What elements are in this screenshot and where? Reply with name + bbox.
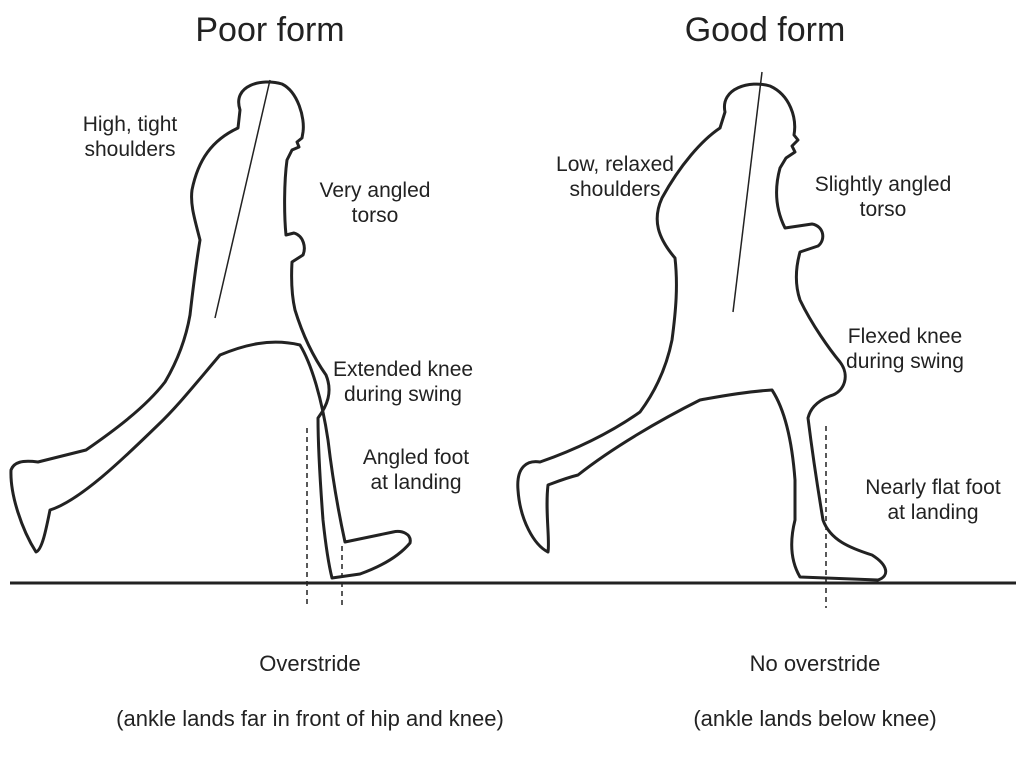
good-form-stride-caption: No overstride (ankle lands below knee) [620, 622, 1010, 760]
good-form-foot-label: Nearly flat foot at landing [840, 475, 1026, 525]
poor-form-torso-label: Very angled torso [290, 178, 460, 228]
good-form-shoulders-label: Low, relaxed shoulders [530, 152, 700, 202]
poor-form-stride-title: Overstride [40, 650, 580, 678]
poor-form-stride-caption: Overstride (ankle lands far in front of … [40, 622, 580, 760]
good-form-title: Good form [665, 10, 865, 51]
poor-form-title: Poor form [170, 10, 370, 51]
good-form-torso-axis [733, 72, 762, 312]
poor-form-torso-axis [215, 80, 270, 318]
good-form-torso-label: Slightly angled torso [788, 172, 978, 222]
good-form-knee-label: Flexed knee during swing [815, 324, 995, 374]
poor-form-foot-label: Angled foot at landing [336, 445, 496, 495]
good-form-stride-note: (ankle lands below knee) [620, 705, 1010, 733]
poor-form-stride-note: (ankle lands far in front of hip and kne… [40, 705, 580, 733]
poor-form-shoulders-label: High, tight shoulders [50, 112, 210, 162]
running-form-diagram: Poor form Good form High, tight shoulder… [0, 0, 1026, 678]
poor-form-knee-label: Extended knee during swing [308, 357, 498, 407]
good-form-stride-title: No overstride [620, 650, 1010, 678]
